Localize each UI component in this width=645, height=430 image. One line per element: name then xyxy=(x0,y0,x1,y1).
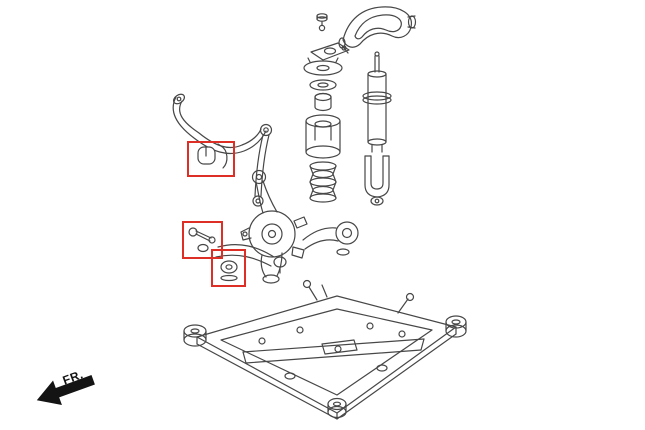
lower-arm-bushing-bolt xyxy=(188,227,216,253)
lower-control-arm xyxy=(215,244,287,274)
lower-arm-bushing xyxy=(220,260,238,282)
strut-top-bolt xyxy=(316,13,328,32)
dust-boot xyxy=(309,161,337,203)
bump-stop xyxy=(314,92,332,112)
rear-bushing-highlight-box xyxy=(211,249,246,287)
shock-absorber xyxy=(362,51,392,153)
front-subframe xyxy=(183,279,467,420)
compression-arm xyxy=(302,221,359,256)
stabilizer-bar xyxy=(172,93,273,155)
highlight-boxes xyxy=(182,141,246,287)
spring-seat-cup xyxy=(305,114,341,159)
spring-upper-seat xyxy=(309,79,337,91)
stabilizer-bushing xyxy=(197,143,228,169)
fr-label: FR. xyxy=(61,367,85,387)
fr-indicator: FR. xyxy=(36,367,95,405)
upper-control-arm xyxy=(338,6,417,54)
upper-arm-anchor-plate xyxy=(310,42,350,61)
strut-mount xyxy=(303,57,343,76)
diagram-line-art xyxy=(172,6,467,420)
shock-fork-bracket xyxy=(364,155,390,206)
fr-direction-arrow xyxy=(36,375,95,405)
front-bushing-highlight-box xyxy=(182,221,223,259)
steering-knuckle xyxy=(240,169,308,284)
stabilizer-bushing-highlight-box xyxy=(187,141,235,177)
